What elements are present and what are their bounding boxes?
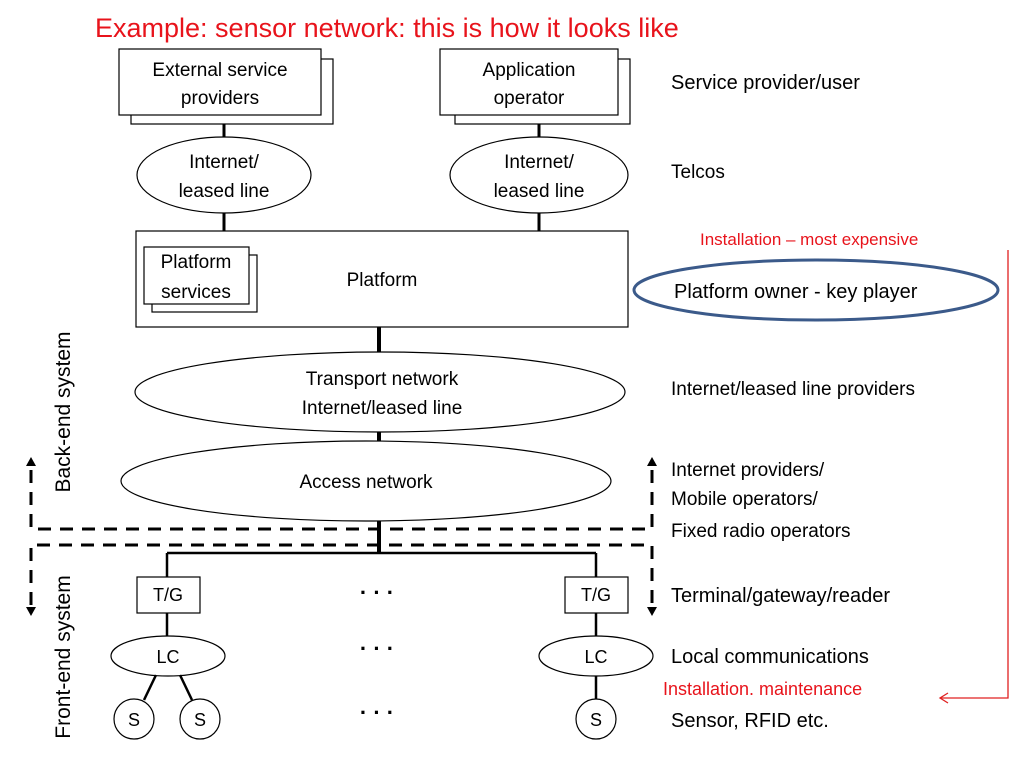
role-platform-owner: Platform owner - key player bbox=[674, 281, 918, 303]
connector-lc-s2 bbox=[178, 674, 194, 701]
role-sensor-rfid: Sensor, RFID etc. bbox=[671, 710, 829, 732]
annotation-installation-expensive: Installation – most expensive bbox=[700, 230, 918, 249]
tg-right: T/G bbox=[564, 576, 629, 614]
back-end-system-label: Back-end system bbox=[52, 331, 75, 492]
role-access-providers-line1: Internet providers/ bbox=[671, 460, 825, 481]
internet-leased-line-left: Internet/ leased line bbox=[136, 136, 312, 214]
transport-network-line2: Internet/leased line bbox=[302, 398, 463, 419]
tg-left: T/G bbox=[136, 576, 201, 614]
front-end-boundary bbox=[29, 543, 654, 605]
lc-right-label: LC bbox=[584, 647, 607, 667]
internet-right-line1: Internet/ bbox=[504, 152, 574, 173]
role-local-communications: Local communications bbox=[671, 646, 869, 668]
front-end-arrow-right bbox=[647, 607, 657, 616]
lc-left-label: LC bbox=[156, 647, 179, 667]
access-network: Access network bbox=[120, 440, 612, 522]
internet-left-line2: leased line bbox=[179, 181, 270, 202]
annotation-installation-maintenance: Installation. maintenance bbox=[663, 679, 862, 699]
ellipsis-tg: · · · bbox=[360, 580, 394, 605]
installation-connector-line bbox=[940, 250, 1009, 699]
access-network-label: Access network bbox=[299, 472, 433, 493]
application-operator-box: Application operator bbox=[439, 48, 631, 125]
external-service-providers-box: External service providers bbox=[118, 48, 334, 125]
slide-title: Example: sensor network: this is how it … bbox=[95, 13, 679, 43]
ellipsis-sensors: · · · bbox=[360, 700, 394, 725]
tg-right-label: T/G bbox=[581, 585, 611, 605]
transport-network: Transport network Internet/leased line bbox=[134, 351, 626, 433]
sensor-1-label: S bbox=[128, 710, 140, 730]
role-access-providers-line3: Fixed radio operators bbox=[671, 521, 851, 542]
role-terminal-gateway-reader: Terminal/gateway/reader bbox=[671, 585, 890, 607]
lc-right: LC bbox=[538, 635, 654, 677]
internet-right-line2: leased line bbox=[494, 181, 585, 202]
installation-arrowhead-icon bbox=[938, 692, 949, 704]
platform-services-line2: services bbox=[161, 282, 231, 303]
transport-network-line1: Transport network bbox=[306, 369, 459, 390]
sensor-2-label: S bbox=[194, 710, 206, 730]
application-operator-line2: operator bbox=[494, 88, 565, 109]
application-operator-line1: Application bbox=[483, 60, 576, 81]
external-service-providers-line1: External service bbox=[152, 60, 287, 81]
sensor-3-label: S bbox=[590, 710, 602, 730]
front-end-system-label: Front-end system bbox=[52, 575, 75, 738]
role-access-providers-line2: Mobile operators/ bbox=[671, 489, 819, 510]
back-end-boundary bbox=[29, 470, 654, 531]
platform-box: Platform services Platform bbox=[135, 230, 629, 328]
role-service-provider-user: Service provider/user bbox=[671, 72, 860, 94]
back-end-arrow-left bbox=[26, 457, 36, 466]
role-internet-leased-line-providers: Internet/leased line providers bbox=[671, 379, 915, 400]
role-telcos: Telcos bbox=[671, 162, 725, 183]
front-end-arrow-left bbox=[26, 607, 36, 616]
platform-services-line1: Platform bbox=[161, 252, 232, 273]
external-service-providers-line2: providers bbox=[181, 88, 259, 109]
sensor-1: S bbox=[113, 698, 155, 740]
ellipsis-lc: · · · bbox=[360, 636, 394, 661]
platform-owner-highlight bbox=[632, 258, 1000, 322]
internet-left-line1: Internet/ bbox=[189, 152, 259, 173]
internet-leased-line-right: Internet/ leased line bbox=[449, 136, 629, 214]
connector-lc-s1 bbox=[142, 674, 158, 701]
platform-label: Platform bbox=[347, 270, 418, 291]
sensor-2: S bbox=[179, 698, 221, 740]
lc-left: LC bbox=[110, 635, 226, 677]
sensor-3: S bbox=[575, 698, 617, 740]
back-end-arrow-right bbox=[647, 457, 657, 466]
tg-left-label: T/G bbox=[153, 585, 183, 605]
